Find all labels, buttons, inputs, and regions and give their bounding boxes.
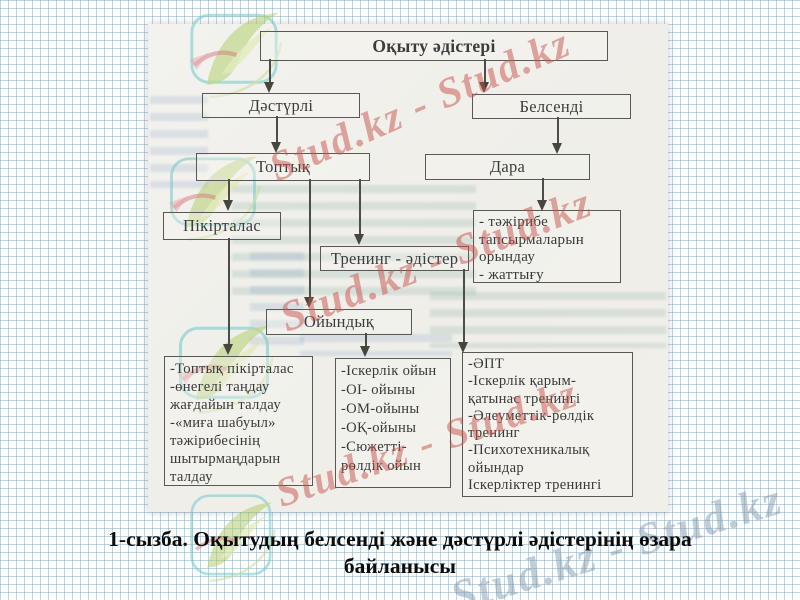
node-training-methods: Тренинг - әдістер [320,246,469,271]
node-games-list: -Іскерлік ойын -ОІ- ойыны -ОМ-ойыны -ОҚ-… [335,358,451,488]
node-group-discussion-list: -Топтық пікірталас -өнегелі таңдау жағда… [164,356,313,486]
ink-bleed [250,252,304,350]
scanned-paper [148,24,668,512]
connector-individual-practice [542,178,544,203]
arrowhead-icon [458,342,468,353]
connector-active-individual [557,117,559,146]
connector-discussion-list [228,238,230,347]
connector-root-traditional [269,59,271,85]
arrowhead-icon [223,344,233,355]
ink-bleed [300,334,452,356]
node-teaching-methods: Оқыту әдістері [260,31,608,61]
ink-bleed [430,292,666,348]
figure-caption-line1: 1-сызба. Оқытудың белсенді және дәстүрлі… [108,527,692,551]
connector-root-active [484,59,486,85]
connector-game-list [365,333,367,349]
arrowhead-icon [360,346,370,357]
arrowhead-icon [552,143,562,154]
node-game: Ойындық [266,309,412,335]
studkz-leaf-logo-icon [177,325,274,414]
figure-caption-line2: байланысы [343,554,457,578]
connector-traditional-group [276,116,278,145]
connector-training-list [463,269,465,345]
studkz-leaf-logo-icon [169,156,261,241]
studkz-leaf-logo-icon [189,12,283,99]
node-active: Белсенді [472,94,631,119]
arrowhead-icon [271,142,281,153]
studkz-leaf-logo-icon [190,494,276,582]
node-individual: Дара [425,154,590,180]
connector-group-game [309,179,311,300]
arrowhead-icon [304,297,314,308]
arrowhead-icon [264,82,274,93]
arrowhead-icon [537,200,547,211]
node-discussion: Пікірталас [163,212,281,240]
node-group: Топтық [196,153,370,181]
figure-caption: 1-сызба. Оқытудың белсенді және дәстүрлі… [20,526,780,580]
node-traditional: Дәстүрлі [202,93,360,118]
ink-bleed [150,96,208,188]
arrowhead-icon [223,200,233,211]
connector-group-training [359,179,361,237]
node-practice-tasks-list: - тәжірибе тапсырмаларын орындау - жатты… [473,210,621,283]
arrowhead-icon [479,82,489,93]
arrowhead-icon [354,234,364,245]
connector-group-discussion [228,179,230,203]
node-trainings-list: -ӘПТ -Іскерлік қарым- қатынас тренингі -… [462,352,633,497]
